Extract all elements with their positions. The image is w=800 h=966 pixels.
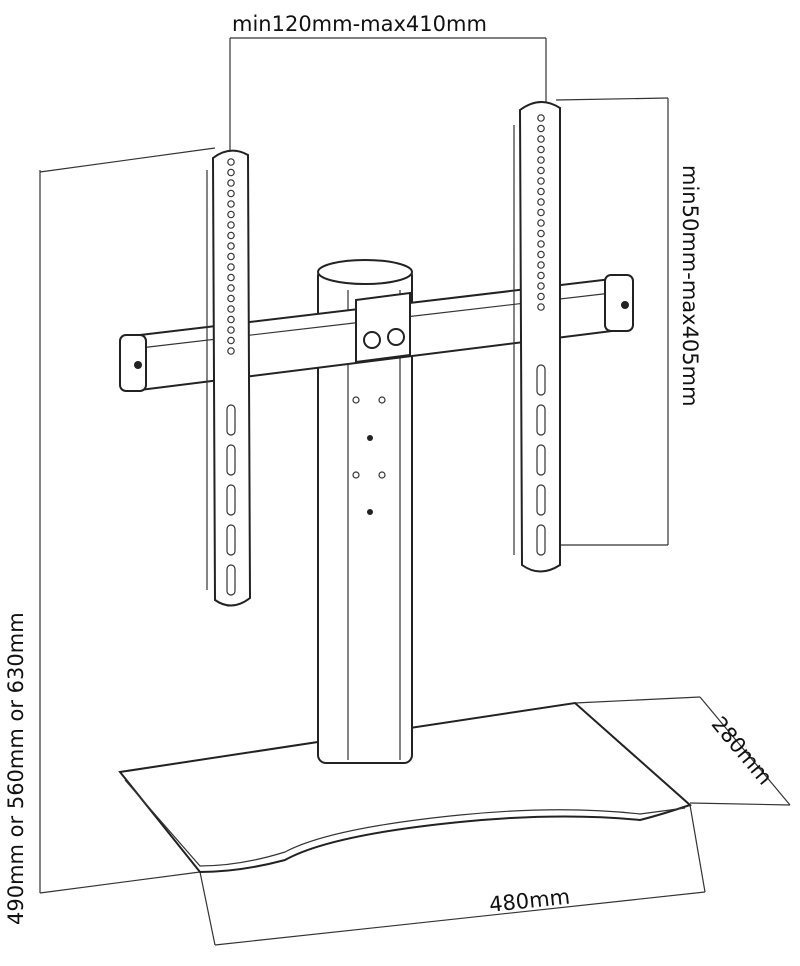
mounting-slot [536, 364, 546, 396]
base-plate [118, 701, 692, 874]
mounting-hole [537, 156, 545, 164]
mounting-hole [537, 271, 545, 280]
mounting-hole [537, 177, 545, 185]
mounting-slot [536, 444, 546, 476]
mounting-slot [536, 484, 546, 516]
bracket-width-label: min120mm-max410mm [232, 12, 487, 36]
mounting-hole [227, 200, 235, 208]
mounting-hole [227, 221, 235, 229]
mounting-slot [226, 444, 236, 476]
mounting-hole [537, 208, 545, 217]
mounting-hole [227, 315, 235, 324]
mounting-hole [537, 114, 545, 122]
mounting-slot [226, 484, 236, 516]
mounting-hole [227, 242, 235, 250]
bracket-height-label: min50mm-max405mm [678, 165, 702, 407]
mounting-hole [537, 229, 545, 238]
mounting-hole [227, 168, 235, 177]
mounting-hole [537, 240, 545, 248]
mounting-hole [537, 303, 545, 311]
mounting-hole [537, 145, 545, 154]
right-bracket [513, 101, 561, 573]
mounting-hole [537, 135, 545, 143]
mounting-hole [227, 252, 235, 261]
mounting-hole [227, 231, 235, 240]
mounting-slot [536, 524, 546, 556]
column [317, 259, 413, 764]
mounting-hole [227, 326, 235, 334]
mounting-hole [537, 261, 545, 269]
mounting-slot [226, 404, 236, 436]
left-bracket [206, 149, 252, 607]
mounting-hole [227, 273, 235, 282]
crossbar [119, 274, 634, 392]
mounting-hole [537, 250, 545, 259]
mounting-hole [227, 305, 235, 313]
mounting-hole [537, 292, 545, 301]
mounting-slot [536, 404, 546, 436]
mounting-hole [537, 282, 545, 290]
mounting-slot [226, 524, 236, 556]
mounting-hole [537, 219, 545, 227]
mounting-hole [537, 198, 545, 206]
mounting-slot [226, 564, 236, 596]
mounting-hole [227, 179, 235, 187]
total-height-label: 490mm or 560mm or 630mm [4, 612, 28, 925]
mounting-hole [537, 166, 545, 175]
mounting-hole [537, 124, 545, 133]
mounting-hole [227, 210, 235, 219]
mounting-hole [227, 336, 235, 345]
mounting-hole [227, 189, 235, 198]
mounting-hole [227, 284, 235, 292]
mounting-hole [227, 294, 235, 303]
mounting-hole [227, 158, 235, 166]
mounting-hole [537, 187, 545, 196]
mounting-hole [227, 263, 235, 271]
dimension-lines [39, 37, 791, 946]
mounting-hole [227, 347, 235, 355]
